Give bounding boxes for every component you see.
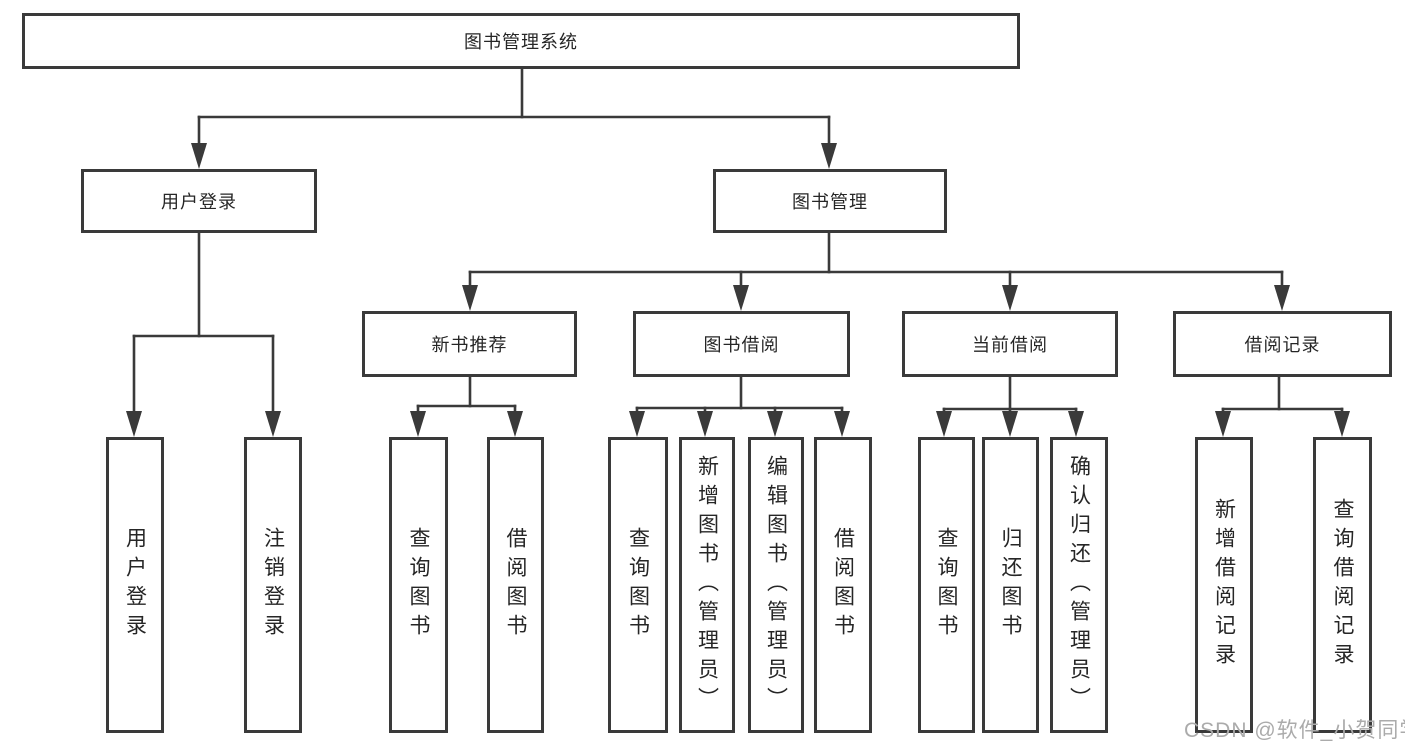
leaf-borrow-books: 借阅图书 — [814, 437, 872, 733]
leaf-return-books: 归还图书 — [982, 437, 1039, 733]
leaf-query-books-borrow-label: 查询图书 — [626, 527, 650, 643]
leaf-add-books-admin: 新增图书（管理员） — [679, 437, 735, 733]
leaf-borrow-books-recommend-label: 借阅图书 — [504, 527, 527, 643]
leaf-confirm-return-admin: 确认归还（管理员） — [1050, 437, 1108, 733]
leaf-borrow-books-recommend: 借阅图书 — [487, 437, 544, 733]
leaf-add-borrow-record: 新增借阅记录 — [1195, 437, 1253, 733]
leaf-edit-books-admin-label: 编辑图书（管理员） — [764, 454, 788, 716]
node-library-management-system: 图书管理系统 — [22, 13, 1020, 69]
node-book-borrowing: 图书借阅 — [633, 311, 850, 377]
leaf-query-borrow-record-label: 查询借阅记录 — [1331, 498, 1354, 672]
node-user-login: 用户登录 — [81, 169, 317, 233]
leaf-add-borrow-record-label: 新增借阅记录 — [1212, 498, 1236, 672]
leaf-query-books-recommend-label: 查询图书 — [407, 527, 430, 643]
node-book-management: 图书管理 — [713, 169, 947, 233]
node-borrowing-records: 借阅记录 — [1173, 311, 1392, 377]
leaf-query-books-recommend: 查询图书 — [389, 437, 448, 733]
leaf-logout-label: 注销登录 — [261, 527, 285, 643]
leaf-borrow-books-label: 借阅图书 — [831, 527, 855, 643]
leaf-query-books-borrow: 查询图书 — [608, 437, 668, 733]
node-new-book-recommendation: 新书推荐 — [362, 311, 577, 377]
leaf-confirm-return-admin-label: 确认归还（管理员） — [1067, 454, 1091, 716]
arrowheads — [126, 143, 1350, 437]
leaf-return-books-label: 归还图书 — [999, 527, 1022, 643]
leaf-query-books-current: 查询图书 — [918, 437, 975, 733]
leaf-user-login: 用户登录 — [106, 437, 164, 733]
leaf-edit-books-admin: 编辑图书（管理员） — [748, 437, 804, 733]
leaf-query-borrow-record: 查询借阅记录 — [1313, 437, 1372, 733]
leaf-query-books-current-label: 查询图书 — [935, 527, 958, 643]
leaf-add-books-admin-label: 新增图书（管理员） — [695, 454, 719, 716]
leaf-user-login-label: 用户登录 — [123, 527, 147, 643]
leaf-logout: 注销登录 — [244, 437, 302, 733]
csdn-watermark: CSDN @软件_小贺同学 — [1184, 719, 1405, 742]
node-current-borrowing: 当前借阅 — [902, 311, 1118, 377]
